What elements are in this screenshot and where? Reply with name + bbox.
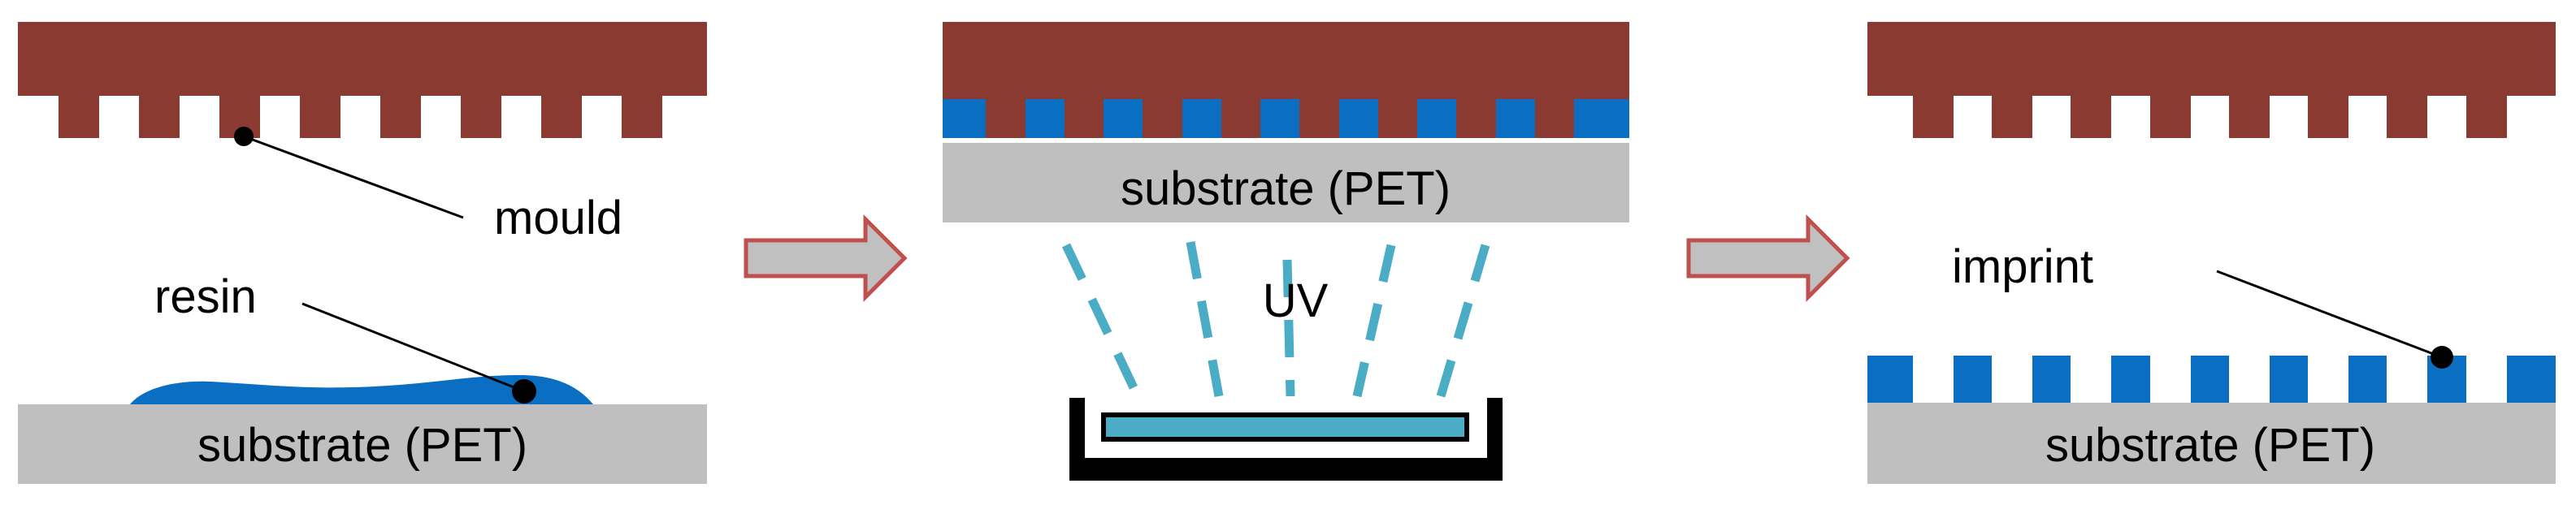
uv-ray-5 <box>1436 244 1490 398</box>
panel-3-demoulded: substrate (PET) imprint <box>1867 22 2556 484</box>
right-arrow-icon <box>744 214 908 303</box>
imprint-label: imprint <box>1952 240 2093 293</box>
panel-2-uv-curing: substrate (PET) UV <box>943 22 1629 481</box>
imprint-layer <box>1867 356 2556 403</box>
substrate-label-2: substrate (PET) <box>1121 162 1451 215</box>
substrate-3 <box>1867 403 2556 484</box>
substrate-label-3: substrate (PET) <box>2045 419 2375 472</box>
resin-layer <box>130 375 593 404</box>
mould-teeth-2 <box>986 99 1574 138</box>
lamp-tube <box>1101 412 1469 442</box>
mould-3 <box>1867 22 2556 138</box>
mould-label: mould <box>494 192 622 244</box>
uv-rays <box>1062 241 1490 399</box>
imprint-leader-dot <box>2431 346 2453 369</box>
resin-label: resin <box>154 270 257 323</box>
uv-ray-3 <box>1282 259 1295 397</box>
resin-leader-line <box>301 302 525 393</box>
uv-label: UV <box>1263 274 1329 327</box>
resin-fill-2-overlay <box>943 99 1629 138</box>
imprint-leader-line <box>2216 270 2443 359</box>
substrate-label-1: substrate (PET) <box>197 419 527 472</box>
mould-2 <box>943 22 1629 99</box>
uv-ray-2 <box>1186 241 1224 397</box>
substrate-2 <box>943 143 1629 222</box>
mould-1 <box>18 22 707 138</box>
mould-leader-dot <box>234 127 254 146</box>
mould-leader-line <box>243 135 464 219</box>
right-arrow-icon <box>1686 214 1850 303</box>
substrate-1 <box>18 404 707 484</box>
uv-ray-1 <box>1062 243 1142 399</box>
uv-lamp-icon <box>1069 398 1503 481</box>
resin-leader-dot <box>512 379 536 404</box>
lamp-housing <box>1069 398 1503 481</box>
panel-1-initial: mould resin substrate (PET) <box>18 22 707 484</box>
uv-ray-4 <box>1352 244 1396 398</box>
